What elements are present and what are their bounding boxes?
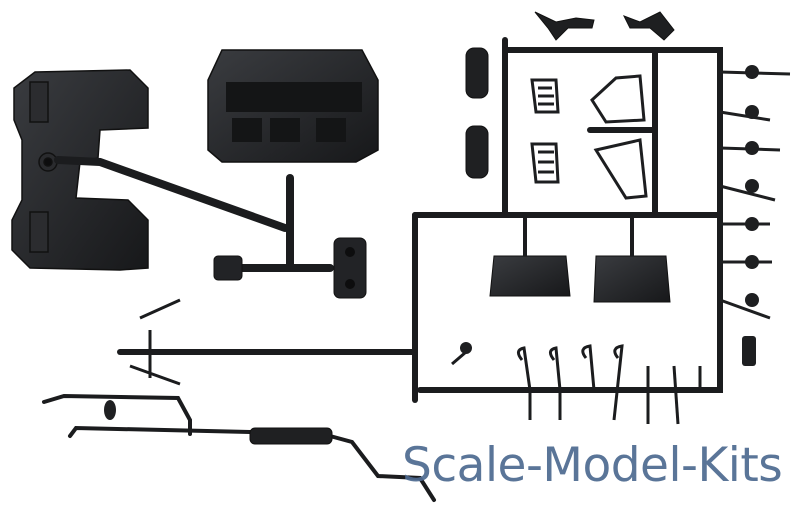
knob-part: [460, 342, 472, 354]
mount-block: [213, 255, 243, 281]
top-hooks: [534, 11, 675, 41]
step-stems: [523, 218, 634, 256]
bracket-part: [333, 237, 367, 299]
exhaust-pipe: [42, 393, 436, 502]
muffler: [249, 427, 333, 445]
sprue-frame: [117, 37, 723, 403]
support-arm: [54, 156, 334, 272]
grille-parts: [530, 78, 560, 184]
mirror-frames: [590, 74, 648, 200]
housing-part: [11, 69, 149, 271]
side-part-stems: [719, 70, 791, 320]
step-parts: [489, 255, 671, 303]
watermark-text: Scale-Model-Kits: [402, 438, 783, 493]
canister-parts: [465, 47, 489, 179]
cab-block: [207, 49, 379, 163]
pipe-clamp: [104, 400, 116, 420]
rail-bracket: [129, 298, 181, 386]
side-parts: [742, 65, 759, 366]
hook-row: [451, 344, 702, 425]
